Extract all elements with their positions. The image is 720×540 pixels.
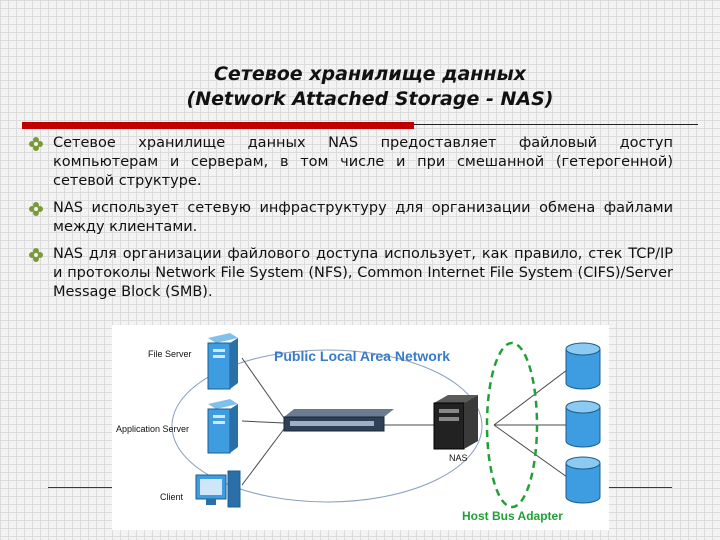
file-server-label: File Server [148, 349, 192, 359]
file-server-icon [207, 333, 238, 390]
network-label: Public Local Area Network [274, 348, 451, 364]
title-line-2: (Network Attached Storage - NAS) [186, 88, 554, 110]
diamond-bullet-icon [29, 137, 43, 151]
network-switch-icon [283, 409, 394, 432]
footer-rule-right [609, 487, 672, 488]
bullet-item: NAS использует сетевую инфраструктуру дл… [28, 199, 673, 237]
nas-diagram: File Server Application Server Client Pu… [112, 325, 609, 530]
storage-disk-icon [565, 456, 601, 504]
client-label: Client [160, 492, 184, 502]
diamond-bullet-icon [29, 202, 43, 216]
client-computer-icon [195, 470, 241, 508]
hba-label: Host Bus Adapter [462, 509, 563, 523]
nas-label: NAS [449, 453, 468, 463]
bullet-text: NAS использует сетевую инфраструктуру дл… [53, 200, 673, 235]
bullet-item: NAS для организации файлового доступа ис… [28, 245, 673, 302]
bullet-text: Сетевое хранилище данных NAS предоставля… [53, 135, 673, 189]
storage-disk-icon [565, 342, 601, 390]
hba-dashed-ellipse [485, 341, 539, 509]
diamond-bullet-icon [29, 248, 43, 262]
nas-diagram-graphic [171, 333, 601, 509]
bullet-text: NAS для организации файлового доступа ис… [53, 246, 673, 300]
connection-lines [241, 357, 568, 486]
slide-title: Сетевое хранилище данных (Network Attach… [0, 62, 720, 112]
title-line-1: Сетевое хранилище данных [213, 63, 526, 85]
nas-device-icon [433, 395, 478, 450]
bullet-item: Сетевое хранилище данных NAS предоставля… [28, 134, 673, 191]
footer-rule-left [48, 487, 112, 488]
storage-disk-icon [565, 400, 601, 448]
bullet-list: Сетевое хранилище данных NAS предоставля… [28, 134, 673, 310]
title-accent-bar [22, 122, 414, 129]
application-server-label: Application Server [116, 424, 190, 434]
lan-ellipse [171, 349, 483, 503]
application-server-icon [207, 399, 238, 454]
